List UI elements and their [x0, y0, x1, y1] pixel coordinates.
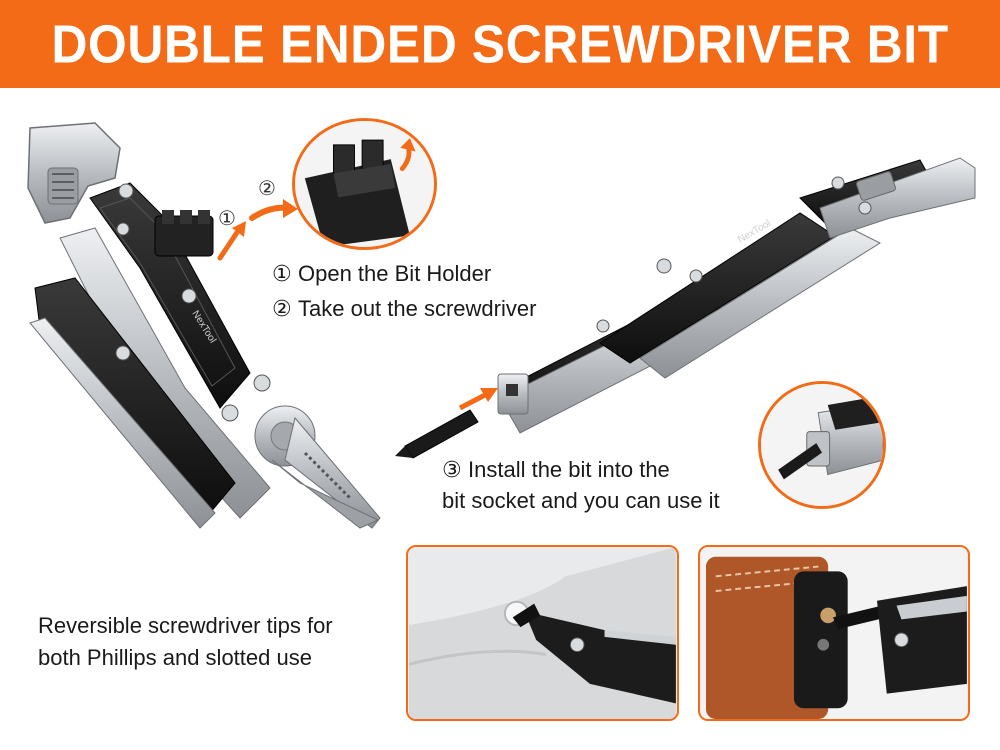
step3-line2: bit socket and you can use it — [442, 488, 720, 513]
banner-title: DOUBLE ENDED SCREWDRIVER BIT — [51, 13, 949, 75]
feature-caption: Reversible screwdriver tips for both Phi… — [38, 610, 333, 674]
step1-marker: ① — [218, 206, 236, 230]
bit-socket-inset — [758, 381, 886, 509]
multitool-illustration: NexTool NexTool — [27, 122, 976, 529]
screwdriver-bit-image — [395, 409, 479, 459]
usage-photo-leather-case — [698, 545, 970, 721]
step2-marker: ② — [258, 176, 276, 200]
step-text: Take out the screwdriver — [298, 296, 537, 321]
step-number: ② — [272, 296, 292, 321]
feature-line1: Reversible screwdriver tips for — [38, 613, 333, 638]
feature-line2: both Phillips and slotted use — [38, 645, 312, 670]
left-multitool-image: NexTool — [27, 122, 381, 529]
bit-holder-inset — [292, 118, 437, 250]
usage-photo-metal — [406, 545, 679, 721]
step3-line1: Install the bit into the — [468, 457, 670, 482]
step-number: ① — [272, 261, 292, 286]
title-banner: DOUBLE ENDED SCREWDRIVER BIT — [0, 0, 1000, 88]
right-multitool-image: NexTool — [497, 157, 976, 434]
insert-arrow-icon — [458, 388, 498, 411]
step-text: Open the Bit Holder — [298, 261, 492, 286]
step-number: ③ — [442, 457, 462, 482]
arrow-icon — [217, 199, 298, 261]
product-stage: NexTool NexTool — [0, 88, 1000, 750]
